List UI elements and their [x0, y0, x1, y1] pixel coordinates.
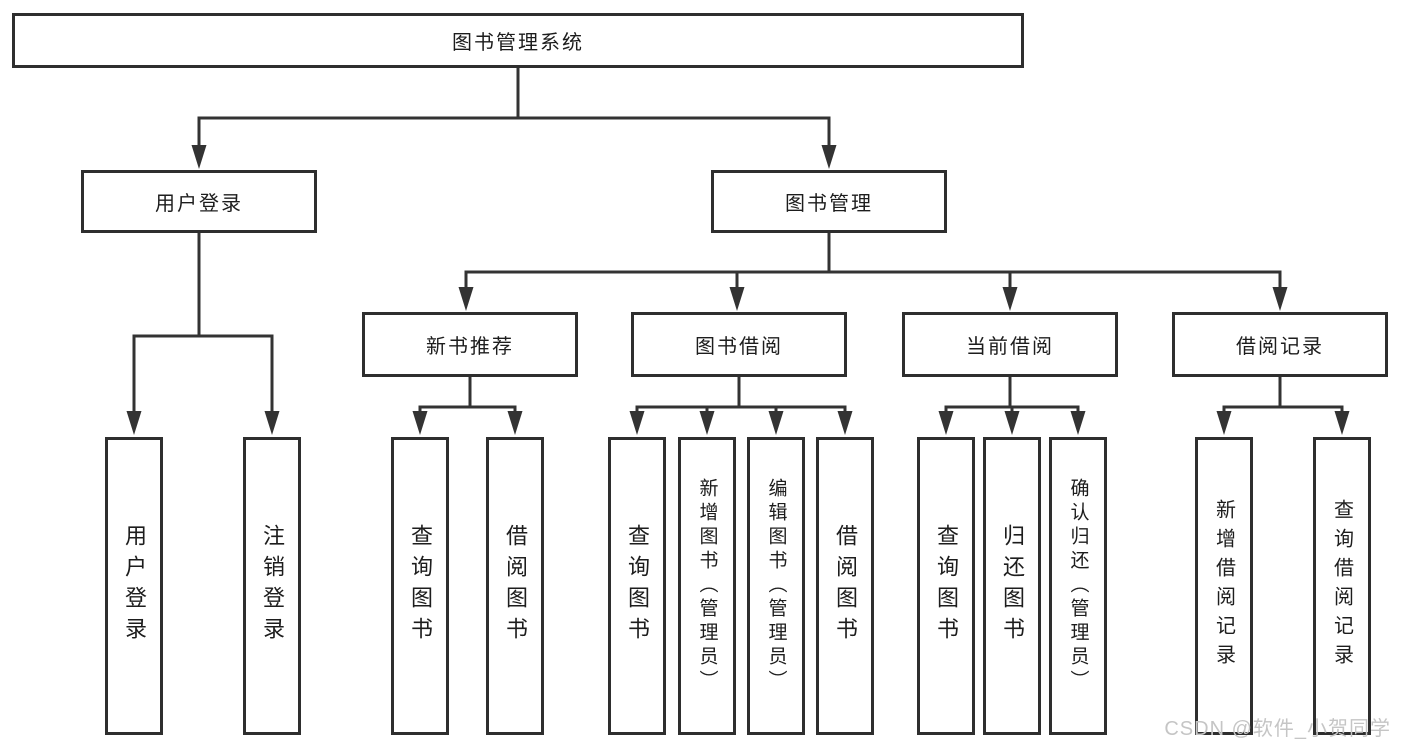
node-borrowing-records: 借阅记录 — [1172, 312, 1388, 377]
node-current-borrowing: 当前借阅 — [902, 312, 1118, 377]
leaf-current-query-books: 查询图书 — [917, 437, 975, 735]
leaf-add-books-admin: 新增图书（管理员） — [678, 437, 736, 735]
leaf-add-borrow-record: 新增借阅记录 — [1195, 437, 1253, 735]
leaf-recommend-borrow-books: 借阅图书 — [486, 437, 544, 735]
node-book-borrowing: 图书借阅 — [631, 312, 847, 377]
leaf-borrow-query-books: 查询图书 — [608, 437, 666, 735]
leaf-return-books: 归还图书 — [983, 437, 1041, 735]
leaf-confirm-return-admin: 确认归还（管理员） — [1049, 437, 1107, 735]
leaf-user-login: 用户登录 — [105, 437, 163, 735]
leaf-logout: 注销登录 — [243, 437, 301, 735]
csdn-watermark: CSDN @软件_小贺同学 — [1164, 718, 1391, 740]
connector-segments — [132, 68, 1344, 414]
leaf-borrow-books: 借阅图书 — [816, 437, 874, 735]
arrow-head-icons — [126, 145, 1350, 435]
node-library-management-system: 图书管理系统 — [12, 13, 1024, 68]
node-new-book-recommendation: 新书推荐 — [362, 312, 578, 377]
leaf-recommend-query-books: 查询图书 — [391, 437, 449, 735]
leaf-edit-books-admin: 编辑图书（管理员） — [747, 437, 805, 735]
leaf-query-borrow-record: 查询借阅记录 — [1313, 437, 1371, 735]
node-book-management: 图书管理 — [711, 170, 947, 233]
node-user-login-branch: 用户登录 — [81, 170, 317, 233]
